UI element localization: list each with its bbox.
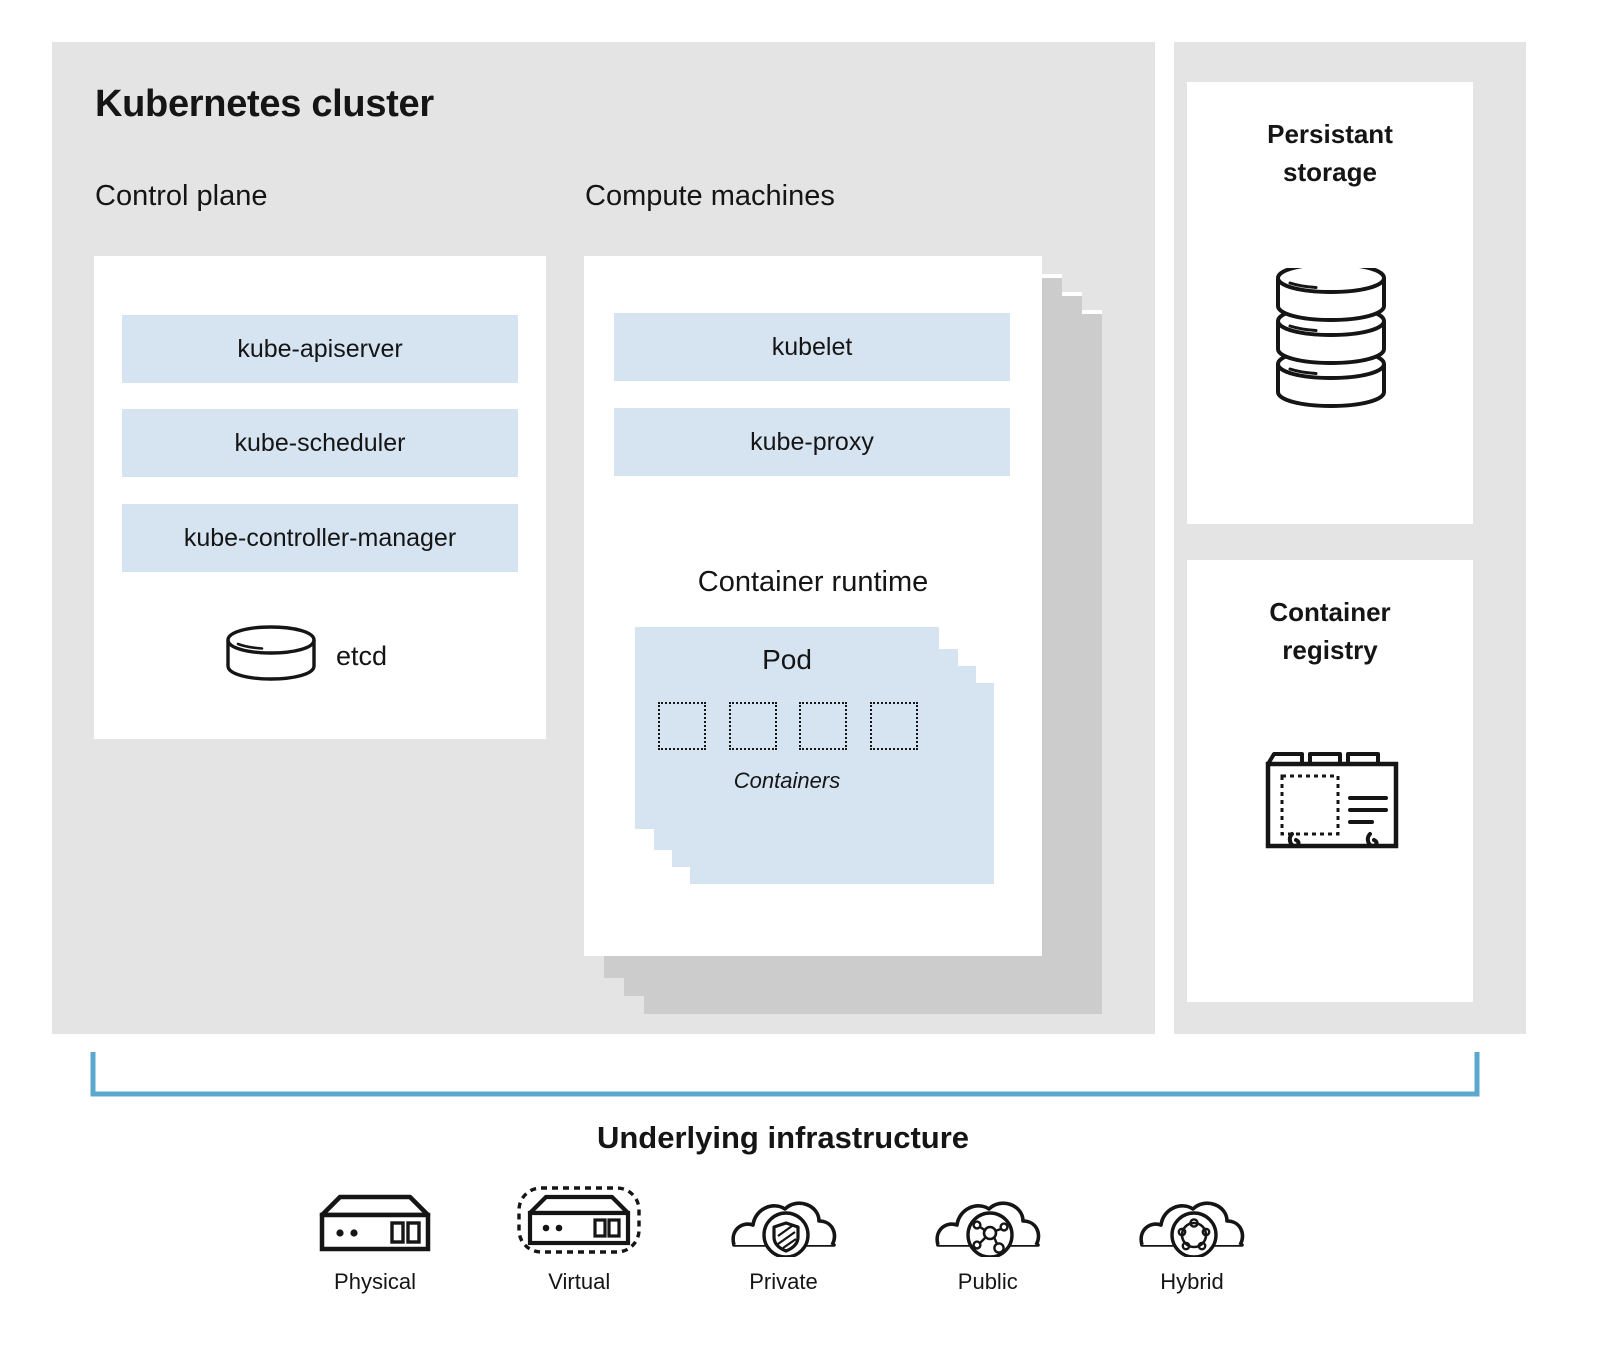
infra-item-physical[interactable]: Physical: [300, 1185, 450, 1305]
virtual-server-dashed-icon: [516, 1185, 642, 1257]
infra-item-hybrid[interactable]: Hybrid: [1117, 1185, 1267, 1305]
pod-containers-row: [658, 702, 918, 750]
control-plane-heading: Control plane: [95, 180, 268, 212]
pod-card[interactable]: [635, 627, 939, 829]
cloud-network-icon: [933, 1185, 1043, 1257]
infra-item-public[interactable]: Public: [913, 1185, 1063, 1305]
container-registry-title-line1: Container: [1269, 597, 1391, 627]
container-registry-title: Container registry: [1187, 594, 1473, 669]
infra-item-private[interactable]: Private: [709, 1185, 859, 1305]
component-kube-apiserver[interactable]: kube-apiserver: [122, 315, 518, 383]
component-kubelet[interactable]: kubelet: [614, 313, 1010, 381]
server-icon: [316, 1185, 434, 1257]
etcd-row: etcd: [222, 624, 452, 689]
component-kube-proxy[interactable]: kube-proxy: [614, 408, 1010, 476]
cloud-shield-icon: [729, 1185, 839, 1257]
infra-label-public: Public: [957, 1269, 1018, 1294]
infra-item-virtual[interactable]: Virtual: [504, 1185, 654, 1305]
database-disk-icon: [222, 624, 320, 689]
cloud-hybrid-icon: [1137, 1185, 1247, 1257]
underlying-infrastructure-title: Underlying infrastructure: [596, 1120, 970, 1155]
persistent-storage-title-line2: storage: [1283, 156, 1377, 187]
containers-label: Containers: [733, 768, 841, 793]
infra-label-hybrid: Hybrid: [1160, 1269, 1224, 1294]
container-box: [728, 702, 777, 750]
container-box: [658, 702, 706, 750]
component-kube-controller-manager[interactable]: kube-controller-manager: [122, 504, 518, 572]
container-runtime-heading: Container runtime: [697, 566, 929, 598]
infra-label-physical: Physical: [334, 1269, 416, 1294]
persistent-storage-title: Persistant storage: [1187, 116, 1473, 191]
compute-machines-heading: Compute machines: [585, 180, 835, 212]
bracket-span-icon: [90, 1052, 1480, 1098]
container-box: [869, 702, 918, 750]
file-box-registry-icon: [1258, 742, 1406, 865]
etcd-label: etcd: [336, 640, 388, 671]
container-registry-title-line2: registry: [1282, 634, 1378, 665]
infra-label-virtual: Virtual: [548, 1269, 611, 1294]
database-stack-icon: [1272, 262, 1390, 418]
persistent-storage-title-line1: Persistant: [1267, 119, 1393, 149]
component-kube-scheduler[interactable]: kube-scheduler: [122, 409, 518, 477]
pod-title: Pod: [762, 644, 812, 675]
container-box: [799, 702, 848, 750]
infra-label-private: Private: [749, 1269, 818, 1294]
infrastructure-items-row: Physical Virtual: [300, 1185, 1267, 1305]
cluster-title: Kubernetes cluster: [95, 83, 434, 125]
